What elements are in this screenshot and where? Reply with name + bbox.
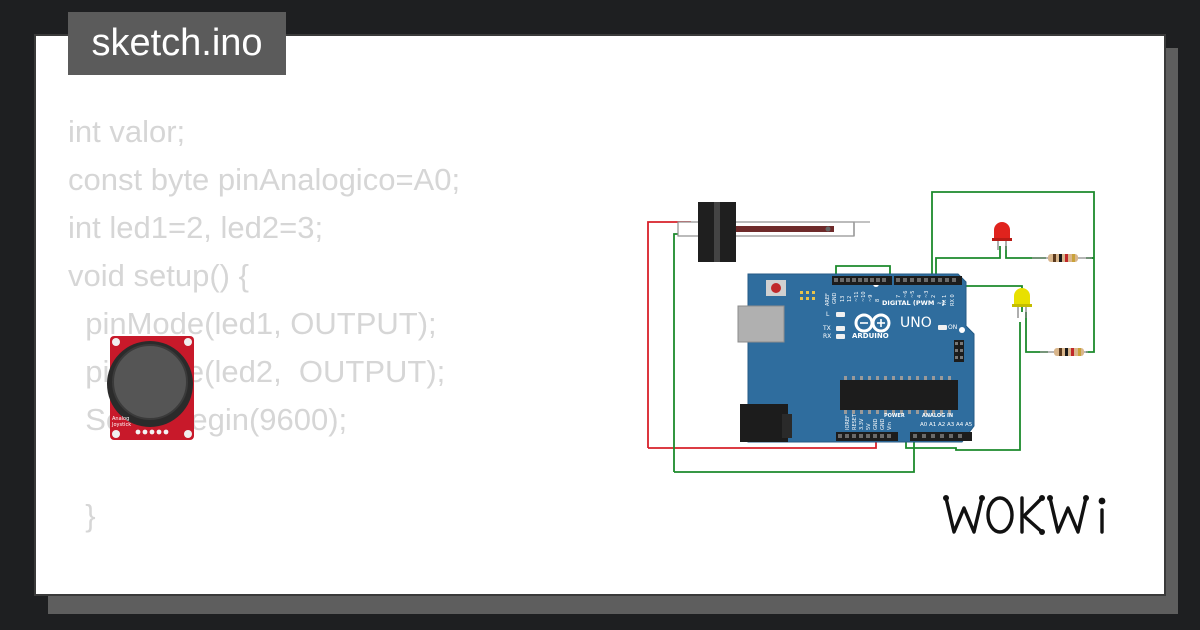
svg-text:~9: ~9 <box>868 295 874 302</box>
joystick-knob[interactable] <box>112 344 188 420</box>
code-line: const byte pinAnalogico=A0; <box>68 162 461 197</box>
svg-text:12: 12 <box>847 296 853 302</box>
file-tab[interactable]: sketch.ino <box>68 12 286 75</box>
board-brand: ARDUINO <box>852 332 889 340</box>
code-line: int valor; <box>68 114 186 149</box>
digital-label: DIGITAL (PWM ~) <box>882 299 945 307</box>
power-pin-labels: IOREF RESET 3.3V 5V GND GND Vin <box>845 413 893 430</box>
rx-label: RX <box>823 333 831 340</box>
svg-text:A2: A2 <box>938 422 945 428</box>
svg-text:A0: A0 <box>920 422 928 428</box>
led-l <box>836 312 845 317</box>
svg-text:5V: 5V <box>866 423 872 430</box>
l-label: L <box>826 311 830 318</box>
svg-text:2: 2 <box>931 295 937 298</box>
svg-text:A5: A5 <box>965 422 973 428</box>
analog-pin-labels: A0 A1 A2 A3 A4 A5 <box>920 422 973 428</box>
wire-green <box>931 191 1095 353</box>
svg-text:GND: GND <box>873 418 879 430</box>
tx-label: TX <box>822 325 831 332</box>
svg-text:RESET: RESET <box>852 413 858 430</box>
led-yellow-body <box>1014 288 1030 306</box>
svg-text:8: 8 <box>875 299 881 302</box>
atmega-chip <box>840 380 958 410</box>
svg-text:~11: ~11 <box>854 291 860 302</box>
svg-text:A4: A4 <box>956 422 964 428</box>
wire-green <box>905 322 1021 451</box>
svg-text:3.3V: 3.3V <box>859 418 865 430</box>
svg-text:7: 7 <box>896 295 902 298</box>
resistor-2 <box>1040 348 1088 356</box>
digital-pin-labels: 13 12 ~11 ~10 ~9 8 7 ~6 ~5 4 ~3 2 TX 1 R… <box>840 291 956 307</box>
arduino-uno[interactable]: AREF GND 13 12 ~11 ~10 ~9 8 7 ~6 ~5 4 ~3… <box>737 273 975 443</box>
joystick-label: Joystick <box>111 422 131 428</box>
svg-text:~5: ~5 <box>910 291 916 298</box>
code-line: } <box>68 498 96 533</box>
power-label: POWER <box>884 413 905 419</box>
led-red-body <box>994 222 1010 240</box>
code-line: void setup() { <box>68 258 249 293</box>
wire-red <box>647 221 691 448</box>
resistor-1 <box>1032 254 1092 262</box>
code-line: pinMode(led1, OUTPUT); <box>68 306 437 341</box>
led-red[interactable] <box>992 222 1012 250</box>
svg-text:GND: GND <box>880 418 886 430</box>
svg-text:4: 4 <box>917 295 923 298</box>
svg-text:IOREF: IOREF <box>845 415 851 430</box>
svg-text:13: 13 <box>840 296 846 302</box>
preview-card: int valor; const byte pinAnalogico=A0; i… <box>34 34 1166 596</box>
reset-button[interactable] <box>771 283 781 293</box>
wokwi-logo <box>943 495 1106 535</box>
wire-green <box>935 246 1001 278</box>
joystick-module[interactable]: Analog Joystick <box>107 336 194 440</box>
joystick-label: Analog <box>112 416 129 422</box>
code-line: int led1=2, led2=3; <box>68 210 324 245</box>
wire-green <box>1005 246 1046 259</box>
analog-label: ANALOG IN <box>922 413 953 419</box>
power-jack <box>740 404 788 442</box>
svg-text:~6: ~6 <box>903 291 909 298</box>
svg-text:Vin: Vin <box>887 422 893 430</box>
led-rx <box>836 334 845 339</box>
slide-potentiometer[interactable] <box>677 202 870 262</box>
usb-connector <box>737 305 785 343</box>
board-model: UNO <box>900 315 932 331</box>
led-yellow[interactable] <box>1012 288 1032 318</box>
circuit-diagram: Analog Joystick <box>107 191 1095 473</box>
wire-green <box>674 432 915 473</box>
svg-text:RX 0: RX 0 <box>950 294 956 306</box>
svg-text:A1: A1 <box>929 422 936 428</box>
svg-text:A3: A3 <box>947 422 955 428</box>
wire-green <box>1025 312 1048 353</box>
led-tx <box>836 326 845 331</box>
svg-text:TX 1: TX 1 <box>942 295 948 307</box>
aref-label: AREF <box>825 293 831 306</box>
wire-green <box>835 265 891 278</box>
led-on <box>938 325 947 330</box>
wire-green <box>673 233 696 472</box>
arduino-infinity-icon <box>854 313 891 333</box>
gnd-label: GND <box>832 292 838 304</box>
svg-text:~10: ~10 <box>861 291 867 302</box>
on-label: ON <box>948 324 957 331</box>
pot-track <box>716 226 834 232</box>
svg-text:~3: ~3 <box>924 291 930 298</box>
